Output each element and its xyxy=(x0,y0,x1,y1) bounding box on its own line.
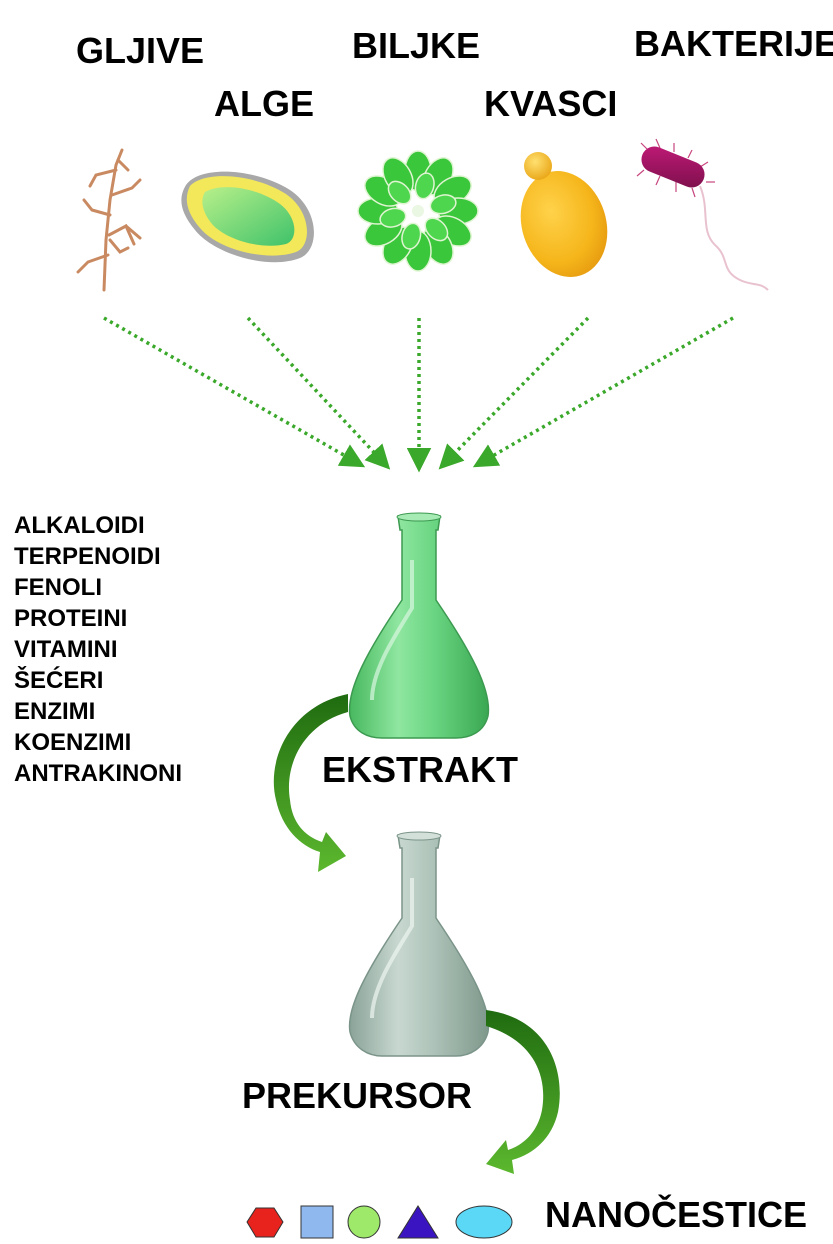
hexagon-particle-icon xyxy=(247,1208,283,1237)
ellipse-particle-icon xyxy=(456,1206,512,1238)
circle-particle-icon xyxy=(348,1206,380,1238)
triangle-particle-icon xyxy=(398,1206,438,1238)
square-particle-icon xyxy=(301,1206,333,1238)
